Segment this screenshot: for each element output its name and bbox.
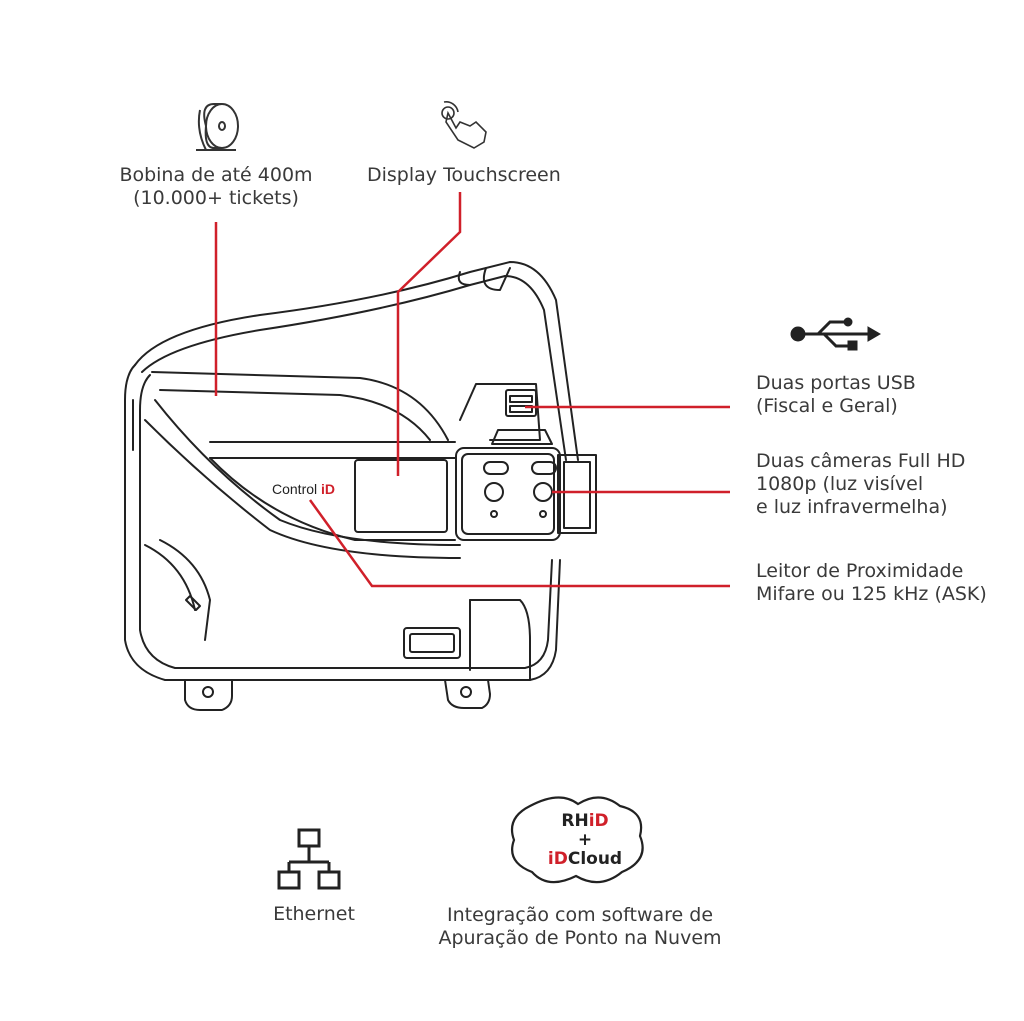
label-bobina-line1: Bobina de até 400m [119, 164, 313, 186]
touch-hand-icon [441, 101, 487, 149]
device-outline [124, 261, 597, 711]
label-bobina: Bobina de até 400m (10.000+ tickets) [106, 164, 326, 210]
label-leitor-line1: Leitor de Proximidade [756, 560, 964, 582]
label-integracao-line1: Integração com software de [446, 904, 714, 926]
paper-roll-icon [196, 103, 239, 151]
label-ethernet: Ethernet [273, 903, 355, 925]
label-camera-line3: e luz infravermelha) [756, 496, 948, 518]
device-brand-logo: Control iD [272, 481, 335, 497]
label-usb-line1: Duas portas USB [756, 372, 916, 394]
label-integracao: Integração com software de Apuração de P… [420, 904, 740, 950]
cloud-line-idcloud: iDCloud [547, 849, 623, 869]
callout-lines [214, 192, 730, 588]
label-camera-line1: Duas câmeras Full HD [756, 450, 966, 472]
label-leitor-line2: Mifare ou 125 kHz (ASK) [756, 583, 987, 605]
callout-display [396, 192, 462, 476]
cloud-line-plus: + [577, 830, 593, 850]
callout-leitor [308, 499, 730, 588]
label-display: Display Touchscreen [367, 164, 561, 186]
ethernet-network-icon [277, 828, 341, 890]
label-camera-line2: 1080p (luz visível [756, 473, 924, 495]
label-camera: Duas câmeras Full HD 1080p (luz visível … [756, 450, 965, 519]
label-integracao-line2: Apuração de Ponto na Nuvem [438, 927, 722, 949]
label-leitor: Leitor de Proximidade Mifare ou 125 kHz … [756, 560, 987, 606]
cloud-line-rhid: RHiD [561, 811, 609, 831]
cloud-icon [510, 796, 644, 884]
label-usb: Duas portas USB (Fiscal e Geral) [756, 372, 916, 418]
label-usb-line2: (Fiscal e Geral) [756, 395, 898, 417]
usb-icon [790, 317, 881, 351]
cloud-label: RHiD + iDCloud [540, 812, 630, 869]
label-bobina-line2: (10.000+ tickets) [133, 187, 299, 209]
